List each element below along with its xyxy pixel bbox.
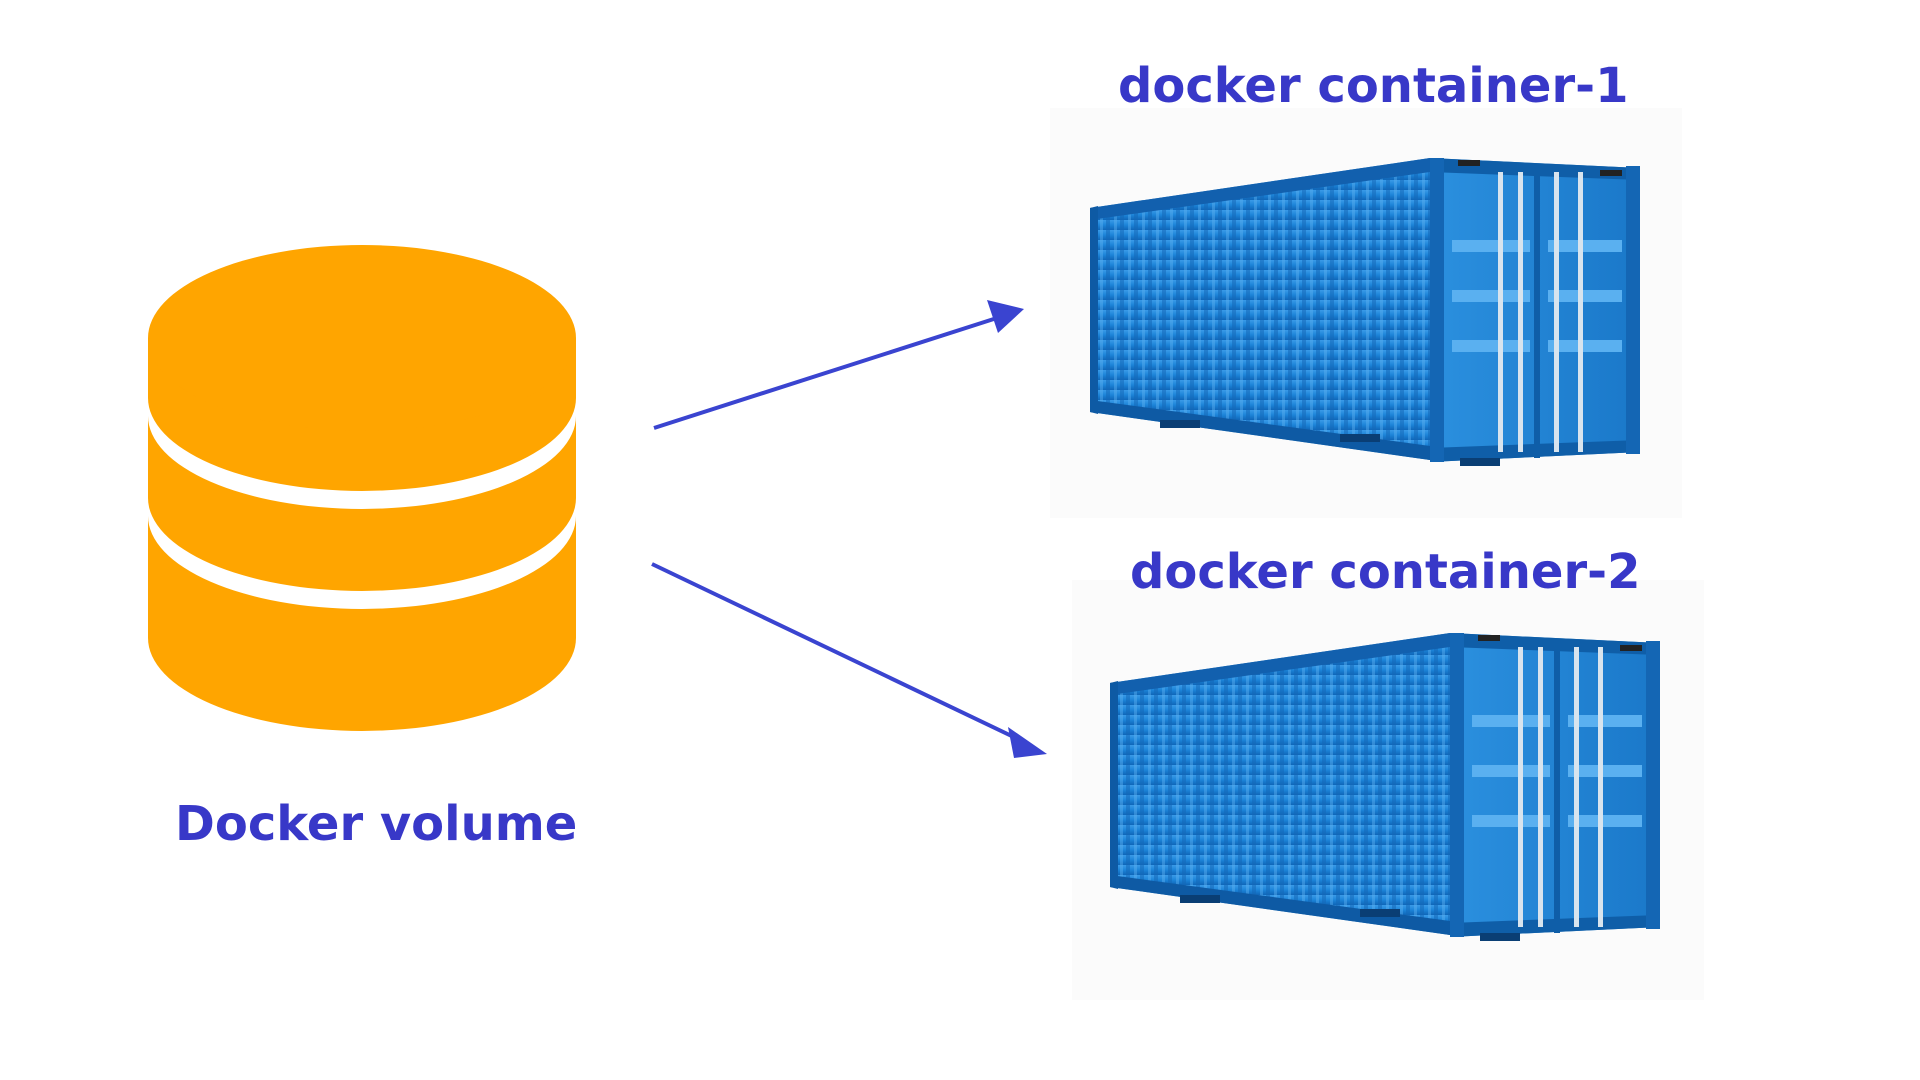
shipping-container-icon xyxy=(1110,633,1660,941)
database-icon xyxy=(148,245,576,731)
container-1-label: docker container-1 xyxy=(1118,58,1629,114)
arrow-to-container-2 xyxy=(651,562,1047,758)
arrow-to-container-1 xyxy=(653,300,1024,430)
volume-label: Docker volume xyxy=(175,796,578,852)
shipping-container-icon xyxy=(1090,158,1640,466)
container-2-label: docker container-2 xyxy=(1130,544,1641,600)
